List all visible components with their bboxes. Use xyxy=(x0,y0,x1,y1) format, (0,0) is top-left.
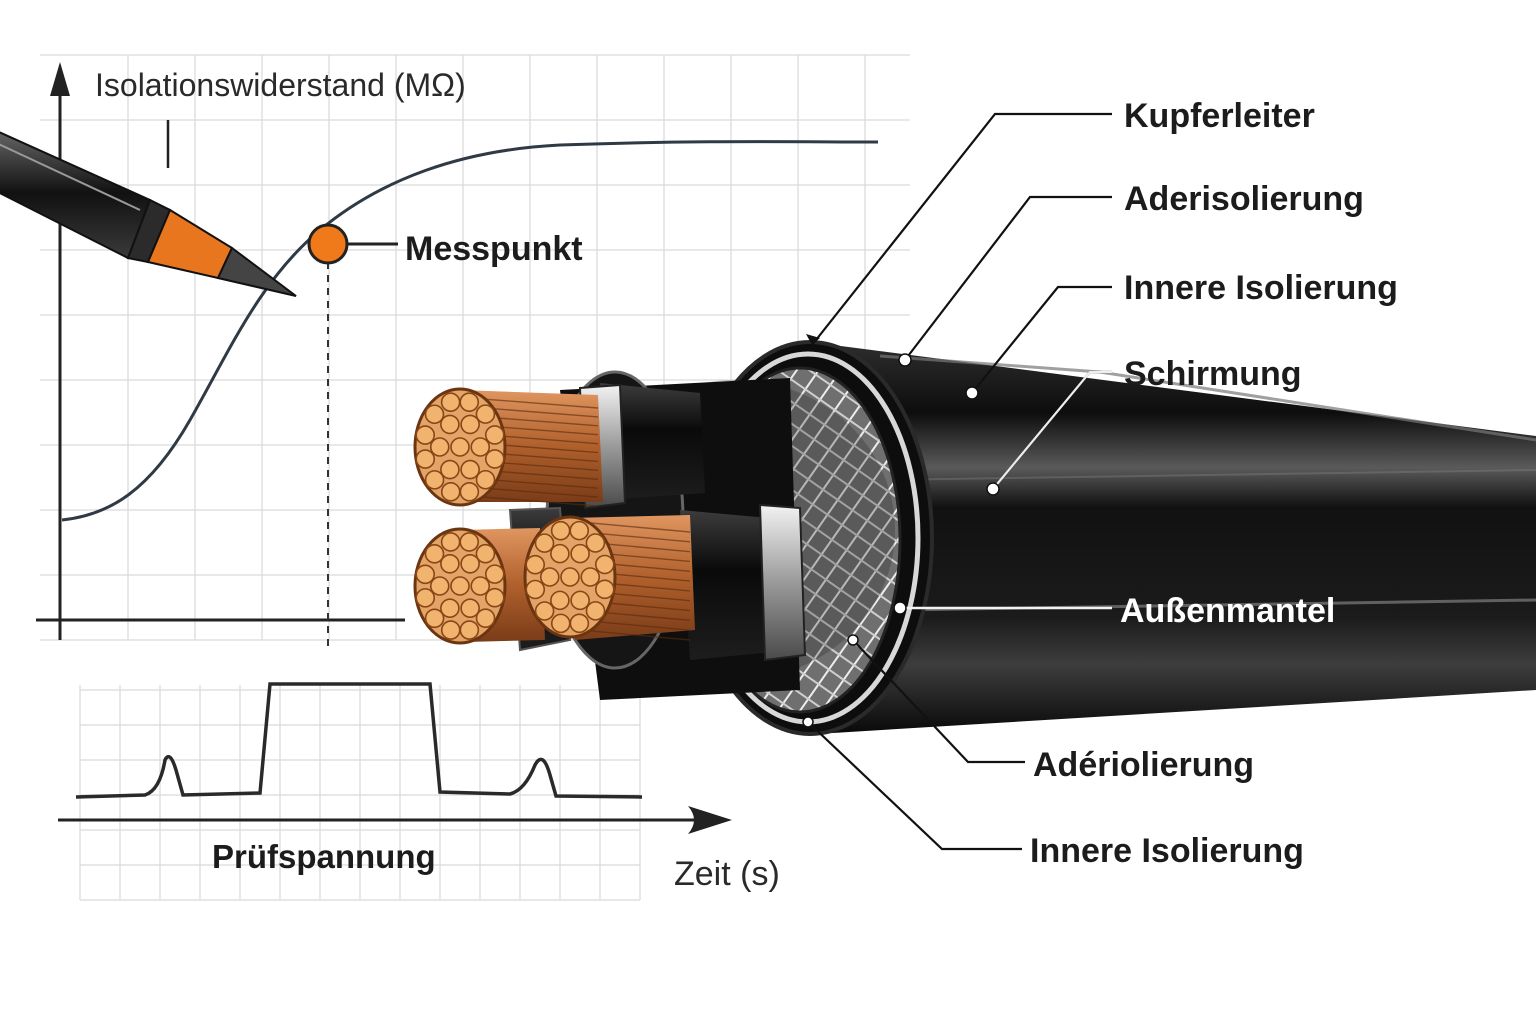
measurement-point-marker xyxy=(307,223,349,265)
label-aderiolierung: Adériolierung xyxy=(1033,746,1254,784)
core-bottom-right xyxy=(523,503,807,662)
label-schirmung: Schirmung xyxy=(1124,355,1302,393)
leader-kupferleiter xyxy=(811,112,1112,346)
label-aussenmantel: Außenmantel xyxy=(1120,592,1335,630)
leader-aderiolierung xyxy=(852,639,1025,764)
label-innere-isolierung-top: Innere Isolierung xyxy=(1124,269,1398,307)
lower-grid xyxy=(79,685,641,901)
callouts: Kupferleiter Aderisolierung Innere Isoli… xyxy=(802,97,1398,870)
y-axis xyxy=(50,62,70,640)
resistance-curve xyxy=(61,140,879,522)
label-kupferleiter: Kupferleiter xyxy=(1124,97,1315,135)
time-axis-arrow-icon xyxy=(688,806,732,834)
y-axis-title: Isolationswiderstand (MΩ) xyxy=(95,67,466,103)
leader-innere-isolierung-top xyxy=(971,285,1112,394)
leader-aderisolierung xyxy=(904,195,1112,361)
measurement-point-label: Messpunkt xyxy=(405,230,583,268)
core-top xyxy=(413,383,705,510)
x-axis-title: Zeit (s) xyxy=(674,855,780,893)
label-innere-isolierung-bottom: Innere Isolierung xyxy=(1030,832,1304,870)
test-voltage-label: Prüfspannung xyxy=(212,838,436,875)
leader-innere-isolierung-bottom xyxy=(807,721,1022,851)
test-voltage-trace xyxy=(75,682,643,799)
y-axis-arrow-icon xyxy=(50,62,70,96)
outer-jacket xyxy=(800,342,1536,735)
test-probe-icon xyxy=(0,131,297,297)
cable-illustration xyxy=(413,340,1536,736)
label-aderisolierung: Aderisolierung xyxy=(1124,180,1364,218)
